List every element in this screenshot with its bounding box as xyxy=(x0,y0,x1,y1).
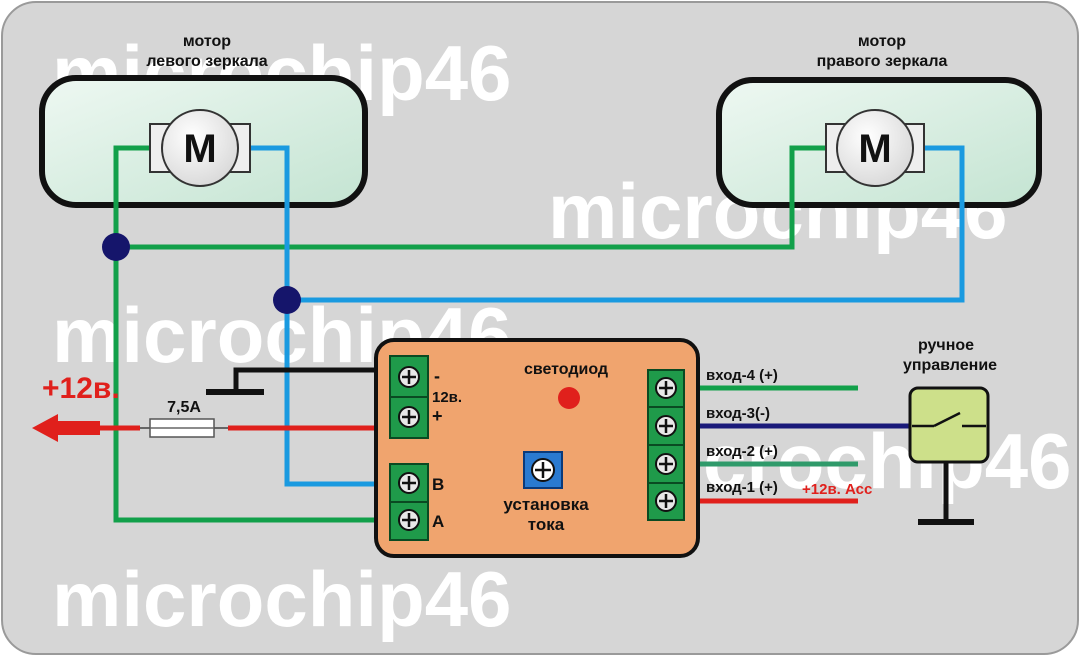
ground-wire xyxy=(233,367,392,390)
terminal-block-power xyxy=(389,355,429,439)
left-motor-label-line2: левого зеркала xyxy=(146,53,267,70)
terminal-minus-label: - xyxy=(434,366,440,386)
terminal-plus-label: + xyxy=(432,406,443,426)
terminal-b-label: B xyxy=(432,475,444,494)
terminal-12v-label: 12в. xyxy=(432,389,462,406)
input-4-label: вход-4 (+) xyxy=(706,367,778,384)
power-label: +12в. xyxy=(42,372,120,405)
acc-label: +12в. Асс xyxy=(802,481,872,498)
junction-node-green xyxy=(102,233,130,261)
left-motor-label-line1: мотор xyxy=(183,33,231,50)
green-wires xyxy=(113,145,826,523)
terminal-block-motor xyxy=(389,463,429,541)
input-1-label: вход-1 (+) xyxy=(706,479,778,496)
left-motor: M xyxy=(149,109,251,187)
trimmer-label-line1: установка xyxy=(503,495,589,514)
right-motor-label-line2: правого зеркала xyxy=(817,53,948,70)
blue-wires xyxy=(250,145,965,487)
terminal-block-inputs xyxy=(647,369,685,521)
right-motor: M xyxy=(825,109,925,187)
right-motor-symbol: M xyxy=(858,127,891,171)
led-icon xyxy=(558,387,580,409)
manual-label-line1: ручное xyxy=(918,337,974,354)
switch-icon xyxy=(908,386,990,525)
power-arrow-icon xyxy=(32,414,100,442)
left-motor-symbol: M xyxy=(183,127,216,171)
terminal-a-label: A xyxy=(432,512,444,531)
watermark: microchip46 xyxy=(52,555,512,643)
trimmer-label-line2: тока xyxy=(528,515,565,534)
manual-label-line2: управление xyxy=(903,357,997,374)
led-label: светодиод xyxy=(524,361,608,378)
trimmer-icon xyxy=(523,451,563,489)
input-3-label: вход-3(-) xyxy=(706,405,770,422)
input-2-label: вход-2 (+) xyxy=(706,443,778,460)
fuse-label: 7,5А xyxy=(167,399,201,416)
controller-box xyxy=(374,338,700,558)
junction-node-blue xyxy=(273,286,301,314)
right-motor-label-line1: мотор xyxy=(858,33,906,50)
